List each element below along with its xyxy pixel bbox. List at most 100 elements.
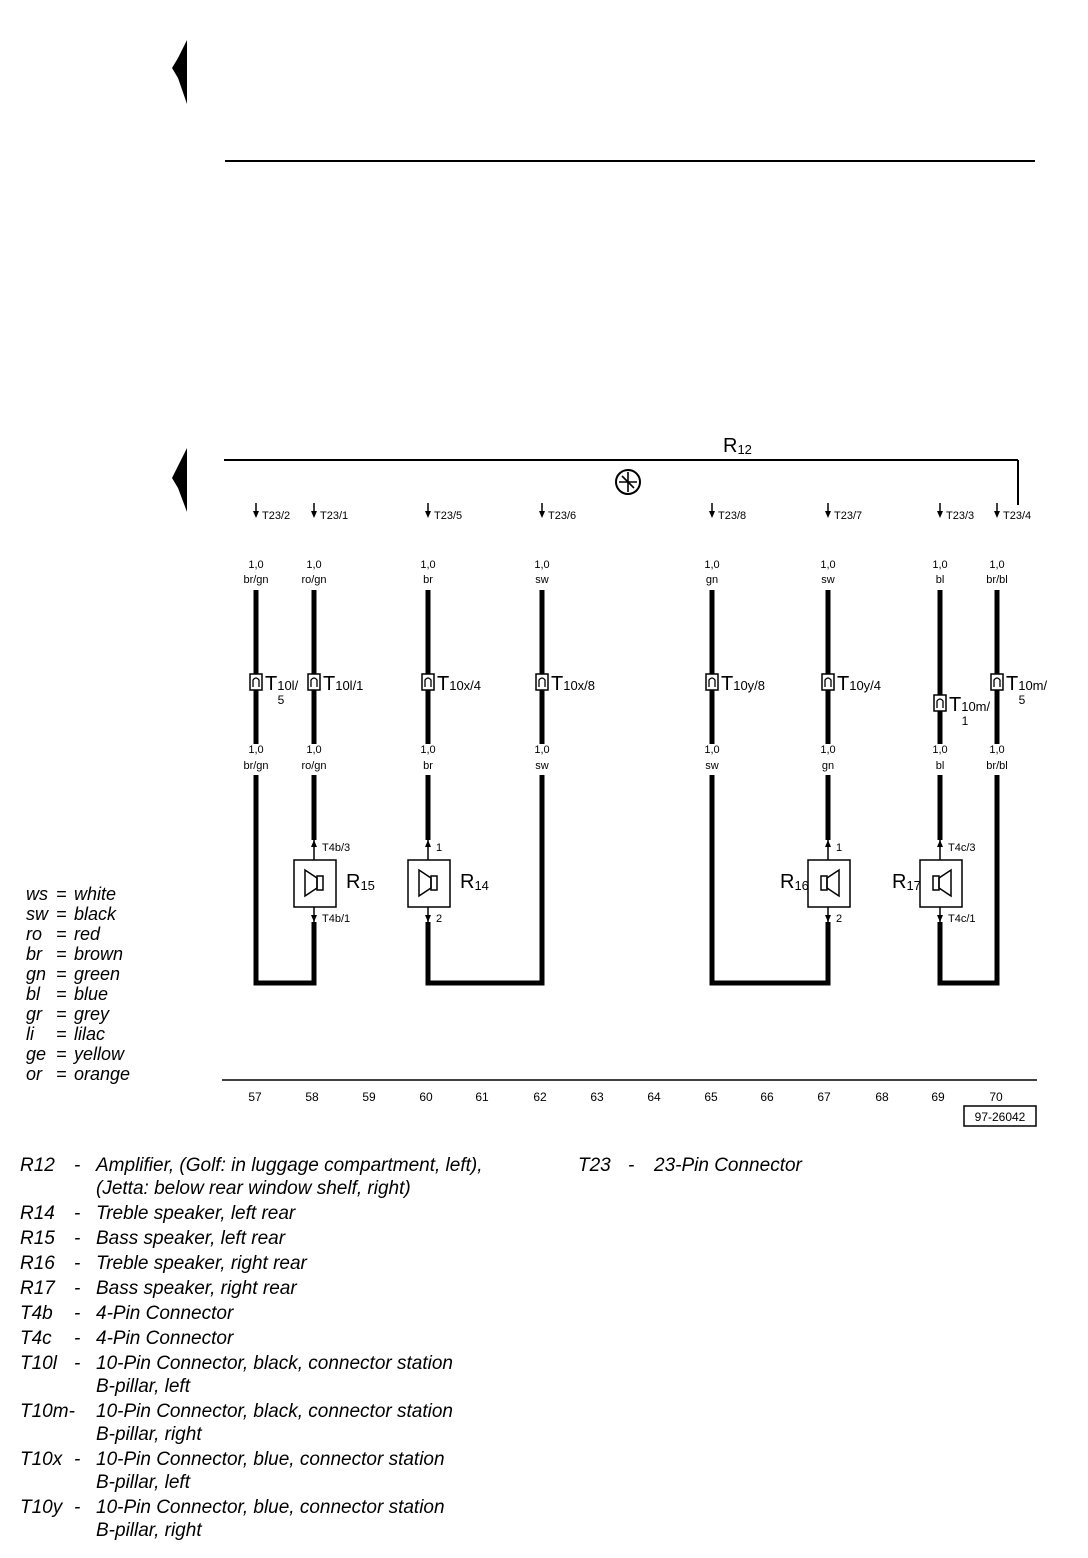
pin-label: T23/1 <box>320 510 348 522</box>
wire-color-bottom: br/gn <box>243 760 268 772</box>
wire-color-top: sw <box>821 574 835 586</box>
arrow-down-icon <box>425 915 431 922</box>
legend-row: or = orange <box>26 1064 130 1084</box>
component-description-line: Bass speaker, left rear <box>96 1228 286 1249</box>
wire-color-bottom: ro/gn <box>301 760 326 772</box>
column-number: 57 <box>248 1090 262 1104</box>
speaker-label: R16 <box>780 871 809 893</box>
component-description: 10-Pin Connector, blue, connector statio… <box>96 1448 536 1494</box>
column-number: 69 <box>931 1090 945 1104</box>
component-dash: - <box>74 1155 81 1176</box>
legend-row: gn=green <box>26 964 130 984</box>
component-description: Treble speaker, left rear <box>96 1202 536 1225</box>
wire-gauge-bottom: 1,0 <box>248 744 263 756</box>
wire-gauge-bottom: 1,0 <box>932 744 947 756</box>
wire-gauge-bottom: 1,0 <box>704 744 719 756</box>
legend-color-name: yellow <box>74 1044 125 1064</box>
legend-code: ws <box>26 884 48 904</box>
connector-icon <box>249 673 263 691</box>
wire-gauge-top: 1,0 <box>932 559 947 571</box>
component-list-left: R12-Amplifier, (Golf: in luggage compart… <box>20 1154 536 1544</box>
component-code: R14 <box>20 1203 55 1224</box>
component-description: 10-Pin Connector, blue, connector statio… <box>96 1496 536 1542</box>
speaker-box <box>919 859 963 908</box>
column-number: 65 <box>704 1090 718 1104</box>
component-description-line: Bass speaker, right rear <box>96 1278 297 1299</box>
legend-equals: = <box>56 964 67 984</box>
wire-loop-1 <box>253 775 317 986</box>
component-entry: R16-Treble speaker, right rear <box>20 1252 536 1275</box>
component-description-line: B-pillar, left <box>96 1472 190 1493</box>
connector-label-suffix: 1 <box>962 714 969 728</box>
arrow-head-icon <box>825 511 831 518</box>
component-entry: R14-Treble speaker, left rear <box>20 1202 536 1225</box>
legend-code: or <box>26 1064 43 1084</box>
column-number: 58 <box>305 1090 319 1104</box>
connector-icon <box>421 673 435 691</box>
component-description-line: Amplifier, (Golf: in luggage compartment… <box>96 1155 483 1176</box>
legend-equals: = <box>56 984 67 1004</box>
component-dash: - <box>74 1228 81 1249</box>
speaker-pin-top: 1 <box>436 842 442 854</box>
wire-color-top: bl <box>936 574 945 586</box>
component-dash: - <box>628 1155 635 1176</box>
drawing-number: 97-26042 <box>975 1110 1026 1124</box>
component-description: 23-Pin Connector <box>654 1154 1088 1177</box>
arrow-head-icon <box>425 511 431 518</box>
pin-label: T23/7 <box>834 510 862 522</box>
wire-color-top: br/gn <box>243 574 268 586</box>
legend-row: ws=white <box>26 884 130 904</box>
wire-group: T23/21,0br/gnT10l/51,0br/gnT23/11,0ro/gn… <box>243 503 1048 772</box>
drawing-number-box <box>963 1105 1037 1127</box>
legend-color-name: red <box>74 924 101 944</box>
legend-equals: = <box>56 924 67 944</box>
component-entry: T10y-10-Pin Connector, blue, connector s… <box>20 1496 536 1542</box>
wire-color-bottom: br <box>423 760 433 772</box>
legend-code: li <box>26 1024 34 1044</box>
arrow-head-icon <box>994 511 1000 518</box>
wire-gauge-top: 1,0 <box>989 559 1004 571</box>
component-code: T10m- <box>20 1401 75 1422</box>
component-code: R16 <box>20 1253 55 1274</box>
speaker-pin-top: 1 <box>836 842 842 854</box>
arrow-head-icon <box>937 511 943 518</box>
wire-gauge-top: 1,0 <box>820 559 835 571</box>
column-number: 61 <box>475 1090 489 1104</box>
wire-gauge-bottom: 1,0 <box>534 744 549 756</box>
connector-icon <box>821 673 835 691</box>
column-number: 59 <box>362 1090 376 1104</box>
speaker-pin-bottom: T4c/1 <box>948 913 976 925</box>
legend-code: br <box>26 944 43 964</box>
speaker-pin-bottom: 2 <box>436 913 442 925</box>
ground-symbol-icon <box>615 469 641 495</box>
legend-color-name: orange <box>74 1064 131 1084</box>
component-code: T4c <box>20 1328 52 1349</box>
legend-equals: = <box>56 1004 67 1024</box>
legend-row: li=lilac <box>26 1024 130 1044</box>
legend-equals: = <box>56 1064 67 1084</box>
arrow-head-icon <box>709 511 715 518</box>
component-description: Bass speaker, right rear <box>96 1277 536 1300</box>
pin-label: T23/2 <box>262 510 290 522</box>
component-description-line: 23-Pin Connector <box>654 1155 802 1176</box>
arrow-up-icon <box>825 840 831 847</box>
legend-color-name: brown <box>74 944 124 964</box>
component-code: T10l <box>20 1353 57 1374</box>
component-dash: - <box>74 1253 81 1274</box>
legend-equals: = <box>56 1024 67 1044</box>
component-dash: - <box>74 1203 81 1224</box>
arrow-head-icon <box>539 511 545 518</box>
speaker-label: R15 <box>346 871 375 893</box>
connector-icon <box>990 673 1004 691</box>
column-number: 67 <box>817 1090 831 1104</box>
connector-label-suffix: 5 <box>278 693 285 707</box>
component-description-line: 10-Pin Connector, blue, connector statio… <box>96 1449 445 1470</box>
speaker-pin-top: T4c/3 <box>948 842 976 854</box>
speaker-box <box>293 859 337 908</box>
component-dash: - <box>74 1497 81 1518</box>
